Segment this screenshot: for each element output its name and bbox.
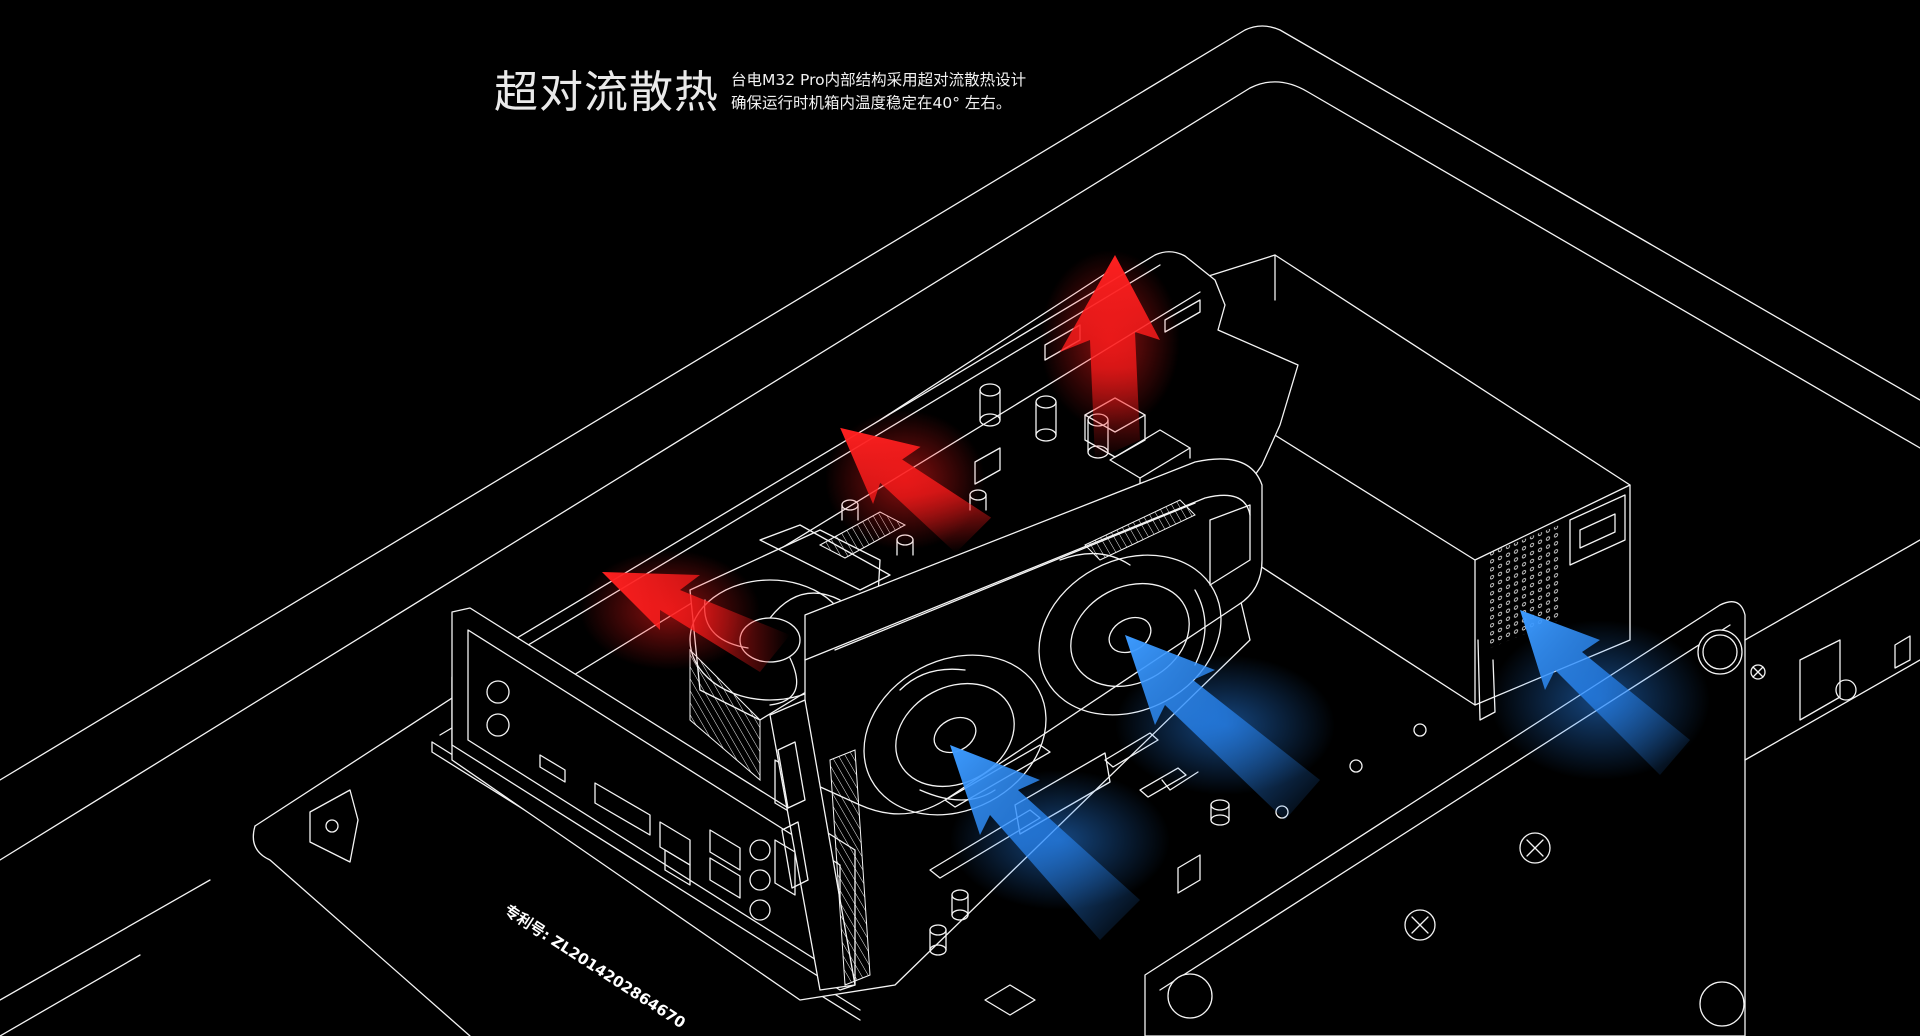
section-heading: 超对流散热 台电M32 Pro内部结构采用超对流散热设计 确保运行时机箱内温度稳…: [494, 64, 1026, 122]
section-title: 超对流散热: [494, 67, 719, 118]
description-line-1: 台电M32 Pro内部结构采用超对流散热设计: [731, 71, 1027, 89]
section-description: 台电M32 Pro内部结构采用超对流散热设计 确保运行时机箱内温度稳定在40° …: [731, 69, 1026, 115]
hot-air-arrow-icon: [825, 410, 992, 553]
hot-air-arrow-icon: [1040, 250, 1180, 460]
graphics-card: [769, 458, 1263, 991]
screw-icon: [1519, 832, 1551, 864]
cool-air-arrow-icon: [950, 745, 1170, 940]
description-line-2: 确保运行时机箱内温度稳定在40° 左右。: [731, 94, 1012, 112]
cool-air-arrow-icon: [1115, 635, 1335, 820]
hot-air-arrow-icon: [580, 550, 790, 672]
cool-air-arrow-icon: [1490, 610, 1710, 780]
patent-number: 专利号: ZL2014202864670: [501, 901, 689, 1032]
screw-icon: [1404, 909, 1436, 941]
